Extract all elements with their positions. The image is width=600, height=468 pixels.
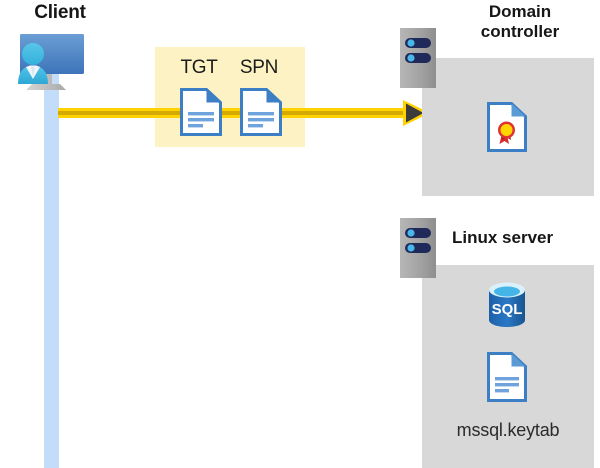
client-to-dc-arrow <box>58 100 430 126</box>
spn-document-icon <box>240 88 282 136</box>
tgt-document-icon <box>180 88 222 136</box>
spn-token-label: SPN <box>239 57 279 78</box>
domain-controller-title: Domain controller <box>440 2 600 42</box>
sql-database-label: SQL <box>492 301 523 318</box>
domain-controller-server-rack-icon <box>400 28 436 88</box>
tgt-token-label: TGT <box>180 57 218 78</box>
linux-server-title: Linux server <box>452 228 554 247</box>
client-title-label: Client <box>34 2 86 23</box>
keytab-file-label: mssql.keytab <box>456 420 560 440</box>
keytab-document-icon <box>487 352 527 402</box>
linux-server-rack-icon <box>400 218 436 278</box>
client-computer-icon <box>4 26 96 98</box>
certificate-document-icon <box>487 102 527 152</box>
sql-database-icon: SQL <box>485 281 529 329</box>
client-lifeline <box>44 60 59 468</box>
domain-controller-title-line1: Domain <box>488 2 552 21</box>
domain-controller-title-line2: controller <box>480 22 560 42</box>
